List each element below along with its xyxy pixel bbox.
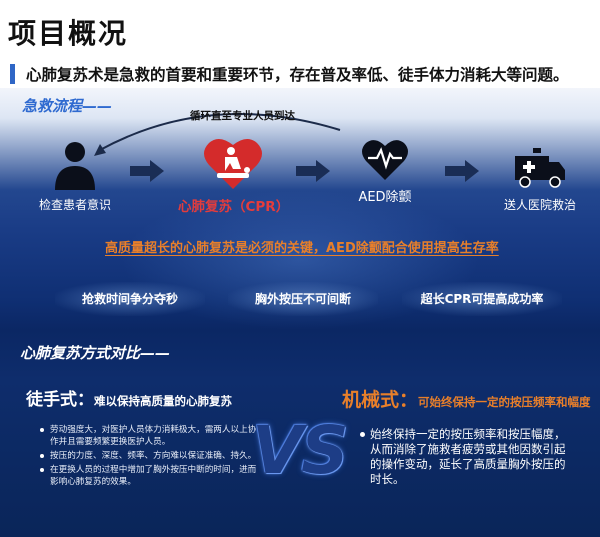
point-card-time: 抢救时间争分夺秒: [55, 282, 205, 316]
point-card-compression: 胸外按压不可间断: [228, 282, 378, 316]
flow-step-check: 检查患者意识: [30, 140, 120, 213]
flow-step-cpr: 心肺复苏（CPR）: [178, 135, 290, 215]
step-label-hospital: 送人医院救治: [503, 198, 576, 212]
page-title: 项目概况: [8, 17, 129, 50]
loop-label: 循环直至专业人员到达: [190, 110, 295, 122]
step-label-cpr: 心肺复苏（CPR）: [178, 199, 290, 215]
loop-arrow-icon: [94, 113, 341, 156]
vs-label: VS: [252, 412, 349, 489]
manual-title: 徒手式：难以保持高质量的心肺复苏: [26, 385, 232, 410]
flow-step-aed: AED除颤: [340, 138, 430, 205]
key-statement: 高质量超长的心肺复苏是必须的关键，AED除颤配合使用提高生存率: [105, 241, 499, 256]
arrow-right-icon: [130, 160, 164, 182]
list-item: 劳动强度大，对医护人员体力消耗极大，需两人以上协作并且需要频繁更换医护人员。: [40, 424, 260, 448]
cpr-icon: [204, 138, 262, 189]
step-label-check: 检查患者意识: [38, 198, 111, 212]
manual-subtitle: 难以保持高质量的心肺复苏: [94, 394, 232, 408]
arrow-right-icon: [445, 160, 479, 182]
person-icon: [55, 142, 95, 190]
bullet-icon: [360, 432, 365, 437]
manual-title-label: 徒手式：: [26, 390, 94, 410]
mechanical-title-label: 机械式：: [342, 389, 419, 411]
mechanical-subtitle: 可始终保持一定的按压频率和幅度: [418, 395, 591, 409]
flow-step-hospital: 送人医院救治: [490, 148, 590, 213]
list-item: 按压的力度、深度、频率、方向难以保证准确、持久。: [40, 450, 260, 462]
mechanical-list: 始终保持一定的按压频率和按压幅度，从而消除了施救者疲劳或其他因数引起的操作变动，…: [370, 427, 570, 487]
flow-heading: 急救流程——: [22, 97, 113, 115]
point-card-success: 超长CPR可提高成功率: [402, 282, 562, 316]
arrow-right-icon: [296, 160, 330, 182]
ambulance-icon: [515, 148, 565, 188]
list-item: 始终保持一定的按压频率和按压幅度，从而消除了施救者疲劳或其他因数引起的操作变动，…: [370, 427, 566, 486]
mechanical-title: 机械式：可始终保持一定的按压频率和幅度: [342, 385, 591, 412]
subtitle-accent-bar: [10, 64, 15, 84]
page-subtitle: 心肺复苏术是急救的首要和重要环节，存在普及率低、徒手体力消耗大等问题。: [26, 66, 569, 84]
list-item: 在更换人员的过程中增加了胸外按压中断的时间，进而影响心肺复苏的效果。: [40, 464, 260, 488]
compare-heading: 心肺复苏方式对比——: [20, 344, 171, 362]
step-label-aed: AED除颤: [358, 190, 412, 205]
manual-list: 劳动强度大，对医护人员体力消耗极大，需两人以上协作并且需要频繁更换医护人员。 按…: [40, 424, 260, 490]
heartbeat-icon: [362, 140, 408, 180]
